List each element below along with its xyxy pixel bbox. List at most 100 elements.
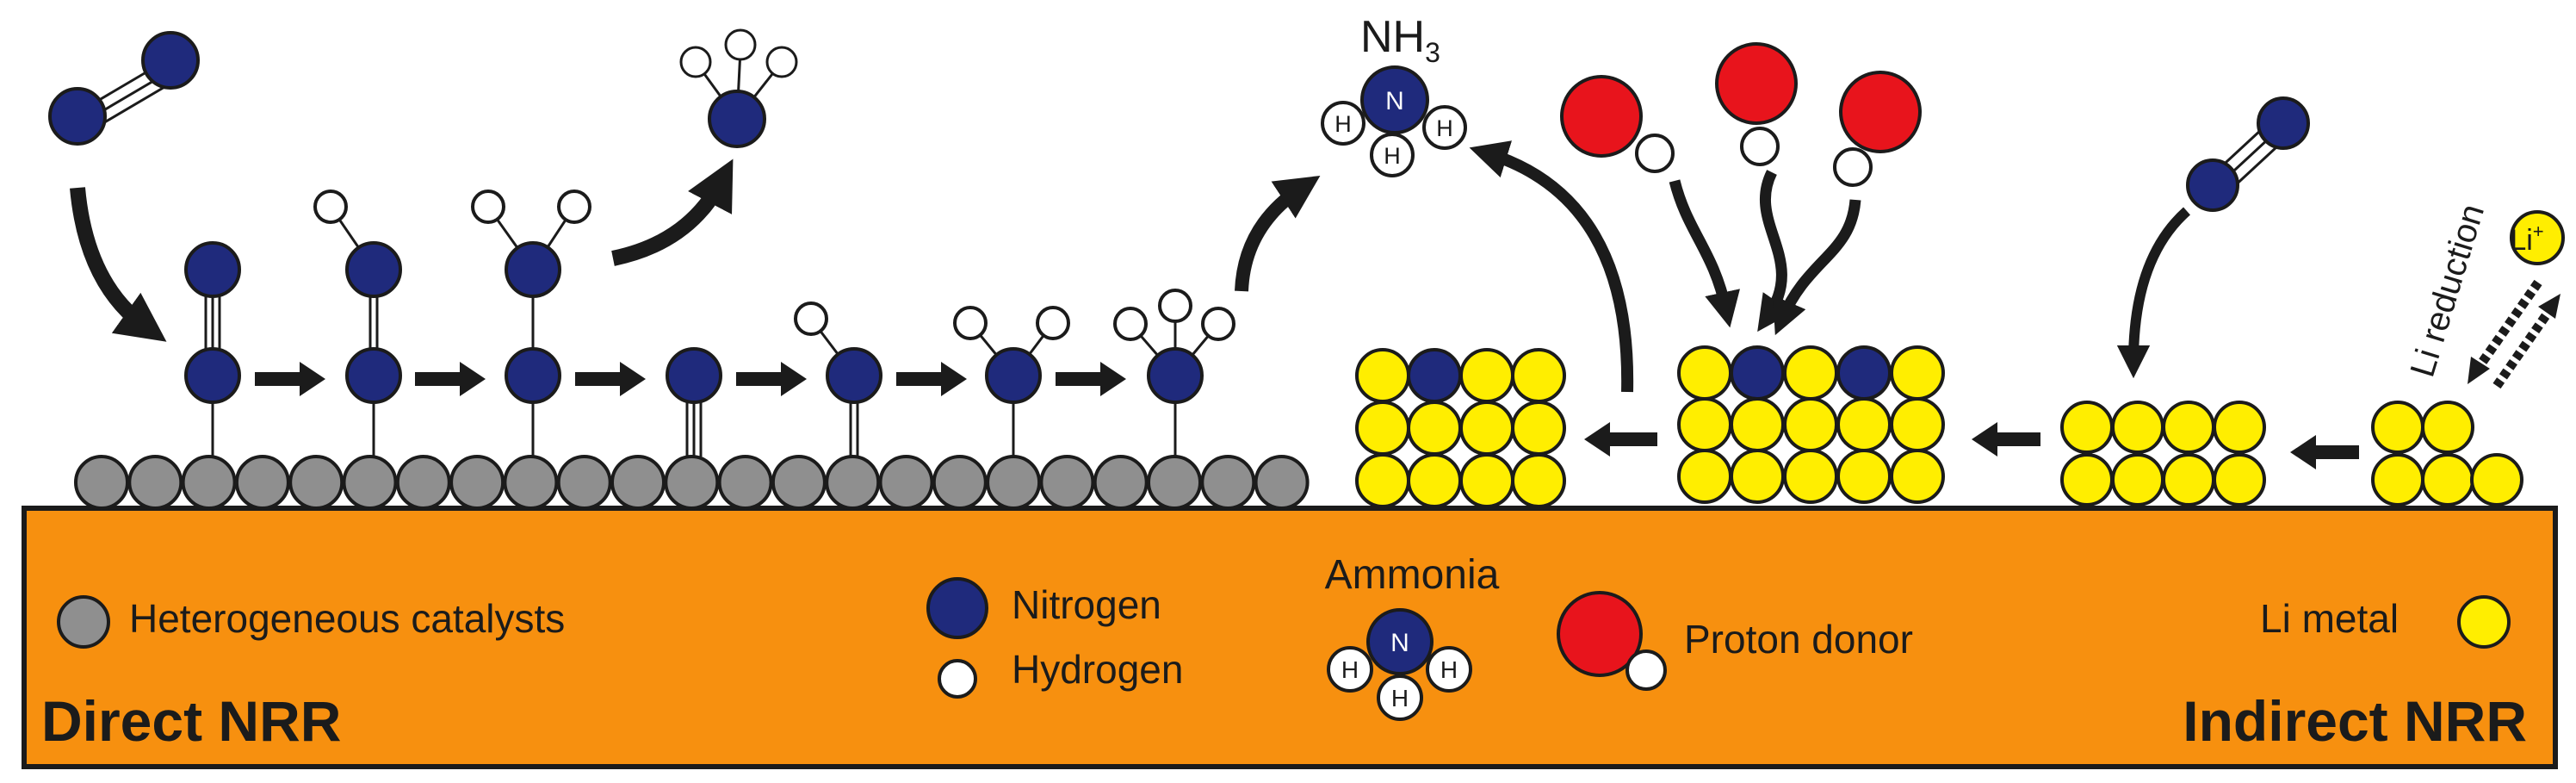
catalyst-surface — [74, 455, 1310, 510]
step-arrow — [575, 372, 627, 386]
catalyst-sphere — [556, 455, 612, 510]
indirect-nrr-pathway: Li reduction Li+ — [1355, 42, 2565, 508]
catalyst-sphere — [986, 455, 1042, 510]
step-arrow — [896, 372, 948, 386]
legend-proton-donor-label: Proton donor — [1684, 617, 1913, 662]
nh3-n: N — [1385, 87, 1404, 115]
step-arrow — [736, 372, 788, 386]
li-atom — [2421, 401, 2474, 454]
ammonia-legend-molecule: H H H N — [1327, 608, 1472, 721]
release-arrow-left — [1235, 175, 1321, 292]
nh3-label: NH3 — [1360, 12, 1440, 68]
hydrogen-atom — [953, 306, 988, 340]
legend-nitrogen: Nitrogen Hydrogen — [926, 577, 1183, 699]
li-atom — [2421, 453, 2474, 506]
step-arrow — [255, 372, 307, 386]
li-ion: Li+ — [2510, 210, 2565, 265]
catalyst-sphere — [771, 455, 827, 510]
li-atom — [1459, 401, 1514, 456]
ammonia-legend-h-left: H — [1341, 656, 1359, 683]
nitrogen-atom — [345, 347, 402, 404]
catalyst-sphere — [74, 455, 129, 510]
li-stack-edge — [2371, 401, 2523, 506]
catalyst-sphere — [503, 455, 559, 510]
li-nitride-stack-center — [1677, 345, 1945, 504]
li-atom — [1407, 401, 1462, 456]
li-atom — [2213, 453, 2266, 506]
catalyst-sphere — [395, 455, 451, 510]
li-atom — [1511, 348, 1566, 403]
li-atom — [1511, 453, 1566, 508]
step-arrow — [1056, 372, 1107, 386]
nitrogen-atom — [345, 241, 402, 298]
catalyst-sphere — [664, 455, 720, 510]
catalyst-sphere — [1200, 455, 1256, 510]
li-atom — [1677, 397, 1732, 452]
catalyst-sphere — [932, 455, 988, 510]
catalyst-sphere — [127, 455, 183, 510]
nitride-n-atom — [1407, 348, 1462, 403]
li-atom — [1836, 449, 1892, 504]
direct-nrr-title: Direct NRR — [41, 689, 341, 753]
catalyst-sphere — [717, 455, 773, 510]
li-atom — [2470, 453, 2523, 506]
ammonia-legend-h-bottom: H — [1391, 685, 1409, 712]
indirect-step-arrows — [1584, 422, 2359, 469]
nitrogen-atom — [184, 347, 241, 404]
catalyst-sphere — [342, 455, 398, 510]
legend-li-metal: Li metal — [2260, 595, 2511, 649]
catalyst-sphere — [878, 455, 934, 510]
catalyst-sphere — [825, 455, 881, 510]
proton-transfer-arrows — [1669, 170, 1861, 336]
li-reduction-arrows — [2468, 279, 2561, 389]
nh3-h-bottom: H — [1384, 143, 1401, 169]
step-arrow — [2309, 445, 2359, 459]
step-arrow — [1603, 432, 1657, 446]
catalyst-sphere — [1093, 455, 1149, 510]
catalyst-sphere — [449, 455, 505, 510]
legend-ammonia: Ammonia H H H N — [1325, 552, 1500, 721]
li-atom — [1836, 397, 1892, 452]
li-atom — [2111, 453, 2164, 506]
li-atom — [1355, 348, 1410, 403]
li-atom — [2371, 401, 2424, 454]
li-reduction-label: Li reduction — [2404, 200, 2492, 382]
nitrogen-atom — [505, 347, 561, 404]
intermediate-6 — [953, 306, 1070, 457]
direct-step-arrows — [255, 362, 1126, 396]
hydrogen-atom — [557, 190, 591, 224]
li-atom — [1783, 449, 1838, 504]
li-atom — [1407, 453, 1462, 508]
li-atom — [2162, 453, 2215, 506]
legend-catalyst: Heterogeneous catalysts — [57, 595, 565, 649]
nitrogen-atom — [985, 347, 1042, 404]
n2-adsorption-arrow — [2116, 207, 2191, 379]
catalyst-sphere — [1254, 455, 1310, 510]
nh3-product: NH3 H H H N — [1321, 12, 1467, 177]
free-n2-molecule — [48, 31, 200, 146]
li-stack-right — [2060, 401, 2266, 506]
legend-hydrogen-label: Hydrogen — [1012, 647, 1183, 692]
li-atom — [1355, 453, 1410, 508]
nitride-n-atom — [1836, 345, 1892, 401]
hydrogen-atom — [313, 190, 348, 224]
desorption-arrow — [611, 158, 734, 266]
li-atom — [1459, 348, 1514, 403]
proton-donor-molecules — [1560, 42, 1922, 187]
li-atom — [1355, 401, 1410, 456]
nh3-h-right: H — [1436, 115, 1453, 141]
li-atom — [2060, 401, 2114, 454]
catalyst-sphere — [1147, 455, 1202, 510]
nitrogen-atom — [505, 241, 561, 298]
li-atom — [1730, 449, 1785, 504]
approaching-n2-molecule — [2186, 96, 2310, 212]
li-atom — [1677, 449, 1732, 504]
li-atom — [1890, 345, 1945, 401]
nitrogen-atom — [1147, 347, 1204, 404]
hydrogen-atom — [1036, 306, 1070, 340]
li-atom — [2371, 453, 2424, 506]
legend-li-metal-label: Li metal — [2260, 596, 2399, 641]
catalyst-sphere — [181, 455, 237, 510]
legend-nitrogen-label: Nitrogen — [1012, 582, 1161, 627]
